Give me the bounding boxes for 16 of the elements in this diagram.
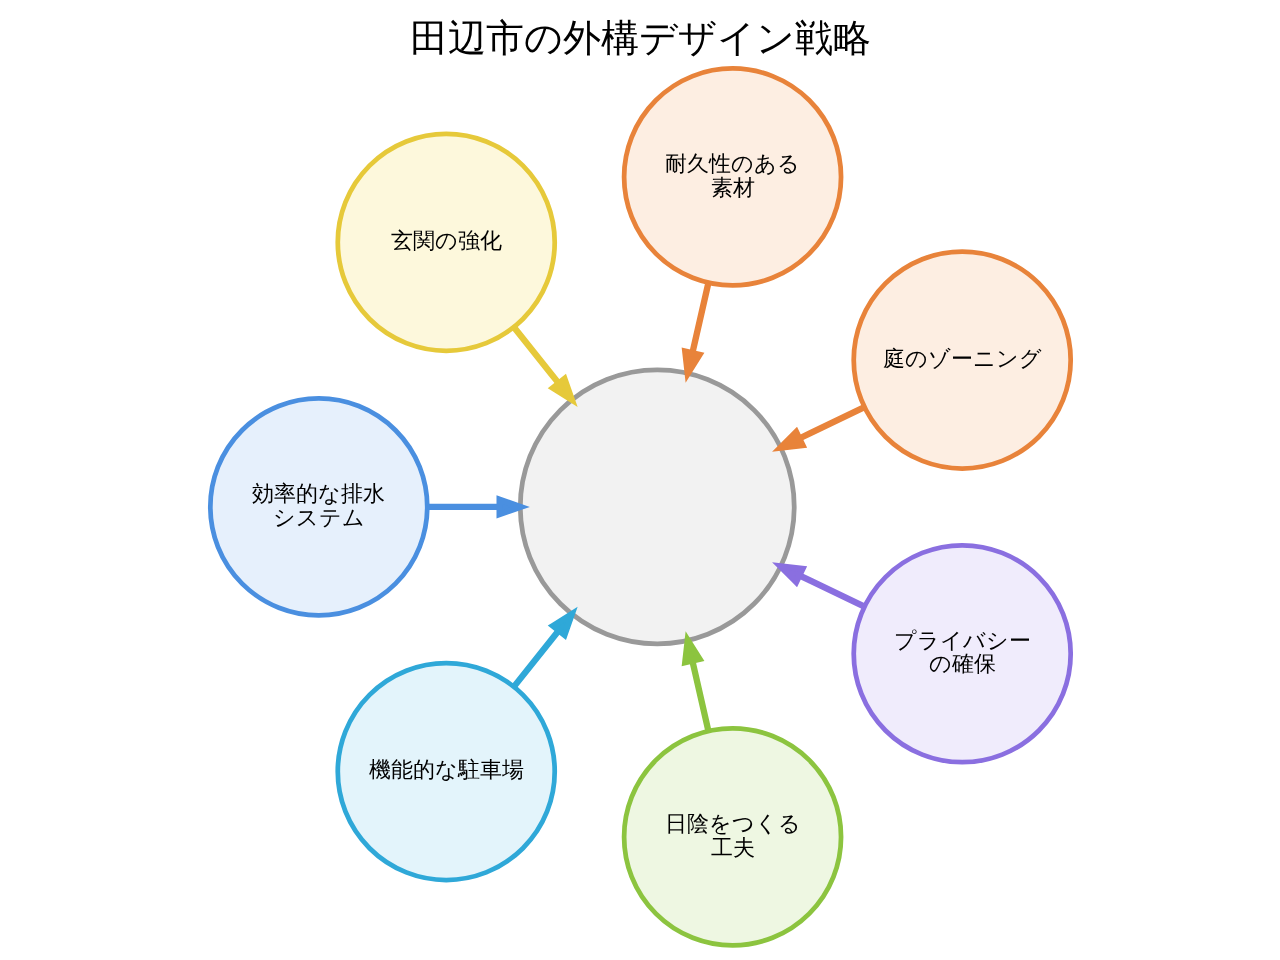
node-circle: プライバシーの確保 (850, 542, 1073, 765)
diagram-title: 田辺市の外構デザイン戦略 (409, 16, 871, 61)
arrow (771, 562, 866, 610)
arrow (511, 606, 578, 689)
node-circle: 効率的な排水システム (207, 396, 430, 618)
node-picture (517, 367, 797, 647)
node-circle: 玄関の強化 (334, 131, 557, 354)
node-circle: 庭のゾーニング (850, 249, 1073, 471)
node-circle: 日陰をつくる工夫 (621, 726, 843, 948)
arrow (681, 282, 711, 383)
arrow (426, 495, 530, 519)
arrow (511, 325, 578, 408)
node-circle: 機能的な駐車場 (334, 660, 557, 883)
arrow (681, 631, 711, 732)
node-circle: 耐久性のある素材 (621, 66, 843, 288)
arrow (771, 404, 866, 452)
